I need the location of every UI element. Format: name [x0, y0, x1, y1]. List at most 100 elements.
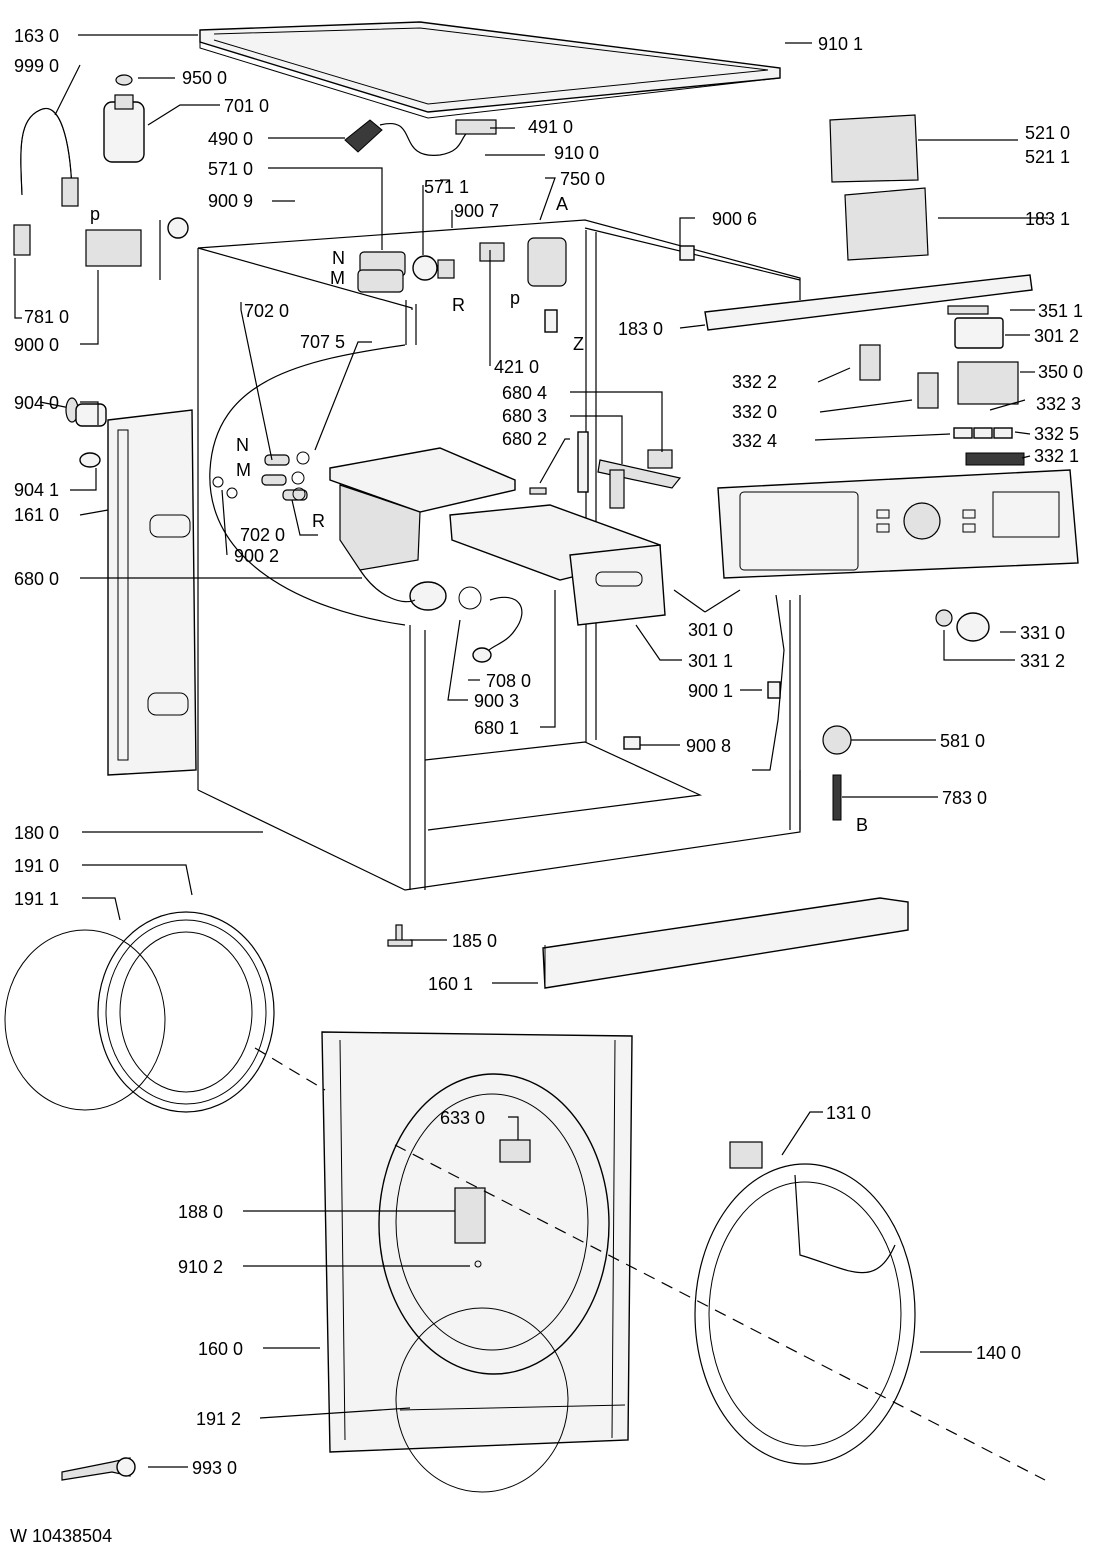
callout-160-0: 160 0 [198, 1339, 243, 1359]
callout-161-0: 161 0 [14, 505, 59, 525]
callout-571-1: 571 1 [424, 177, 469, 197]
leader-lines [14, 34, 1048, 1468]
callout-301-1: 301 1 [688, 651, 733, 671]
wiring-harness [623, 594, 785, 771]
callout-183-1: 183 1 [1025, 209, 1070, 229]
callout-183-0: 183 0 [618, 319, 663, 339]
front-panel [321, 1031, 633, 1493]
inlet-hose [13, 107, 79, 256]
callout-332-2: 332 2 [732, 372, 777, 392]
callout-750-0: 750 0 [560, 169, 605, 189]
marker-M-valve: M [330, 268, 345, 288]
bellow-hose [458, 586, 523, 663]
callout-900-1: 900 1 [688, 681, 733, 701]
top-cover [199, 21, 781, 119]
callout-680-2: 680 2 [502, 429, 547, 449]
callout-331-0: 331 0 [1020, 623, 1065, 643]
inlet-valves [357, 251, 455, 293]
callout-910-0: 910 0 [554, 143, 599, 163]
axis-line-right [394, 1144, 1046, 1481]
callout-708-0: 708 0 [486, 671, 531, 691]
callout-701-0: 701 0 [224, 96, 269, 116]
callout-680-4: 680 4 [502, 383, 547, 403]
cabinet-frame [197, 219, 801, 891]
callout-332-5: 332 5 [1034, 424, 1079, 444]
marker-A-top: A [556, 194, 568, 214]
callout-680-0: 680 0 [14, 569, 59, 589]
door-ring [694, 1141, 916, 1465]
callout-999-0: 999 0 [14, 56, 59, 76]
callout-900-2: 900 2 [234, 546, 279, 566]
callout-702-0-bottom: 702 0 [240, 525, 285, 545]
callout-900-8: 900 8 [686, 736, 731, 756]
callout-188-0: 188 0 [178, 1202, 223, 1222]
callout-900-3: 900 3 [474, 691, 519, 711]
letter-markers: p N M R A p Z N M R B [90, 194, 868, 835]
selector-knob [935, 609, 990, 642]
control-panel [673, 469, 1079, 613]
callout-581-0: 581 0 [940, 731, 985, 751]
callout-950-0: 950 0 [182, 68, 227, 88]
callout-900-6: 900 6 [712, 209, 757, 229]
callout-350-0: 350 0 [1038, 362, 1083, 382]
detergent-dispenser [329, 431, 682, 626]
marker-R-top: R [452, 295, 465, 315]
spanner-tool [61, 1457, 136, 1481]
callout-910-1: 910 1 [818, 34, 863, 54]
callout-904-1: 904 1 [14, 480, 59, 500]
callout-labels: 163 0 999 0 950 0 701 0 490 0 491 0 910 … [14, 26, 1083, 1478]
marker-Z-top: Z [573, 334, 584, 354]
callout-633-0: 633 0 [440, 1108, 485, 1128]
callout-332-0: 332 0 [732, 402, 777, 422]
callout-301-2: 301 2 [1034, 326, 1079, 346]
callout-680-3: 680 3 [502, 406, 547, 426]
callout-900-7: 900 7 [454, 201, 499, 221]
callout-191-2: 191 2 [196, 1409, 241, 1429]
callout-491-0: 491 0 [528, 117, 573, 137]
pressure-chamber [479, 237, 567, 333]
callout-180-0: 180 0 [14, 823, 59, 843]
callout-910-2: 910 2 [178, 1257, 223, 1277]
marker-B-right: B [856, 815, 868, 835]
callout-301-0: 301 0 [688, 620, 733, 640]
callout-680-1: 680 1 [474, 718, 519, 738]
callout-900-9: 900 9 [208, 191, 253, 211]
callout-140-0: 140 0 [976, 1343, 1021, 1363]
door-gasket [4, 911, 275, 1113]
pressure-switch [822, 725, 852, 821]
callout-351-1: 351 1 [1038, 301, 1083, 321]
callout-521-1: 521 1 [1025, 147, 1070, 167]
callout-571-0: 571 0 [208, 159, 253, 179]
callout-332-3: 332 3 [1036, 394, 1081, 414]
callout-191-1: 191 1 [14, 889, 59, 909]
control-boards [679, 114, 1033, 466]
nozzle-set [212, 451, 310, 501]
callout-191-0: 191 0 [14, 856, 59, 876]
callout-783-0: 783 0 [942, 788, 987, 808]
marker-p-top: p [510, 288, 520, 308]
callout-707-5: 707 5 [300, 332, 345, 352]
marker-N-mid: N [236, 435, 249, 455]
callout-781-0: 781 0 [24, 307, 69, 327]
callout-702-0-top: 702 0 [244, 301, 289, 321]
callout-421-0: 421 0 [494, 357, 539, 377]
rear-panel [107, 409, 197, 776]
plinth [387, 897, 909, 989]
drawing-code: W 10438504 [10, 1526, 112, 1546]
callout-160-1: 160 1 [428, 974, 473, 994]
callout-131-0: 131 0 [826, 1103, 871, 1123]
callout-331-2: 331 2 [1020, 651, 1065, 671]
marker-M-mid: M [236, 460, 251, 480]
callout-993-0: 993 0 [192, 1458, 237, 1478]
callout-332-4: 332 4 [732, 431, 777, 451]
marker-p-hose: p [90, 204, 100, 224]
power-cord [344, 119, 497, 156]
small-top-parts [85, 74, 189, 280]
callout-332-1: 332 1 [1034, 446, 1079, 466]
callout-521-0: 521 0 [1025, 123, 1070, 143]
callout-490-0: 490 0 [208, 129, 253, 149]
axis-line-left [254, 1047, 326, 1091]
callout-904-0: 904 0 [14, 393, 59, 413]
callout-900-0: 900 0 [14, 335, 59, 355]
